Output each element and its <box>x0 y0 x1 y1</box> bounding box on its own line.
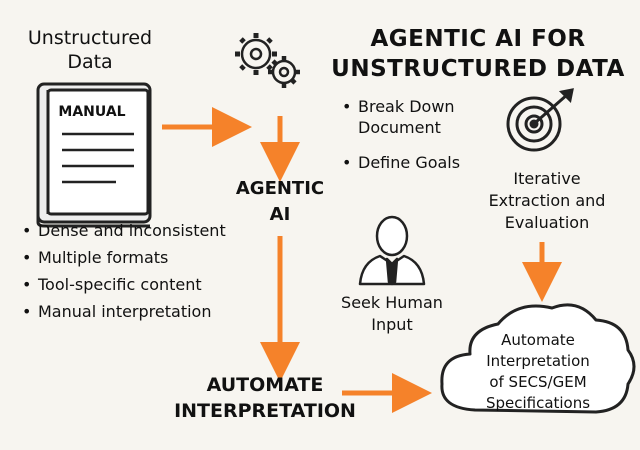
main-title: AGENTIC AI FOR UNSTRUCTURED DATA <box>331 26 625 82</box>
list-item: Multiple formats <box>20 247 250 268</box>
cloud-icon <box>440 303 636 414</box>
list-item: Tool-specific content <box>20 274 250 295</box>
person-icon <box>358 215 426 286</box>
gears-icon <box>235 33 300 88</box>
list-item: Define Goals <box>340 152 500 173</box>
manual-book-icon <box>36 82 152 228</box>
list-item: Dense and inconsistent <box>20 220 250 241</box>
automate-interpretation-label: AUTOMATE INTERPRETATION <box>174 374 356 422</box>
list-item: Break Down Document <box>340 96 500 138</box>
problem-list: Dense and inconsistent Multiple formats … <box>20 220 250 328</box>
unstructured-data-title: Unstructured Data <box>27 27 153 73</box>
flow-arrows <box>162 107 562 413</box>
list-item: Manual interpretation <box>20 301 250 322</box>
cloud-label: Automate Interpretation of SECS/GEM Spec… <box>485 331 591 412</box>
target-arrow-icon <box>506 88 574 152</box>
seek-human-input-label: Seek Human Input <box>341 293 443 334</box>
agentic-ai-label: AGENTIC AI <box>235 178 325 225</box>
steps-list: Break Down Document Define Goals <box>340 96 500 187</box>
iterative-label: Iterative Extraction and Evaluation <box>488 169 606 232</box>
manual-label: MANUAL <box>58 104 126 120</box>
